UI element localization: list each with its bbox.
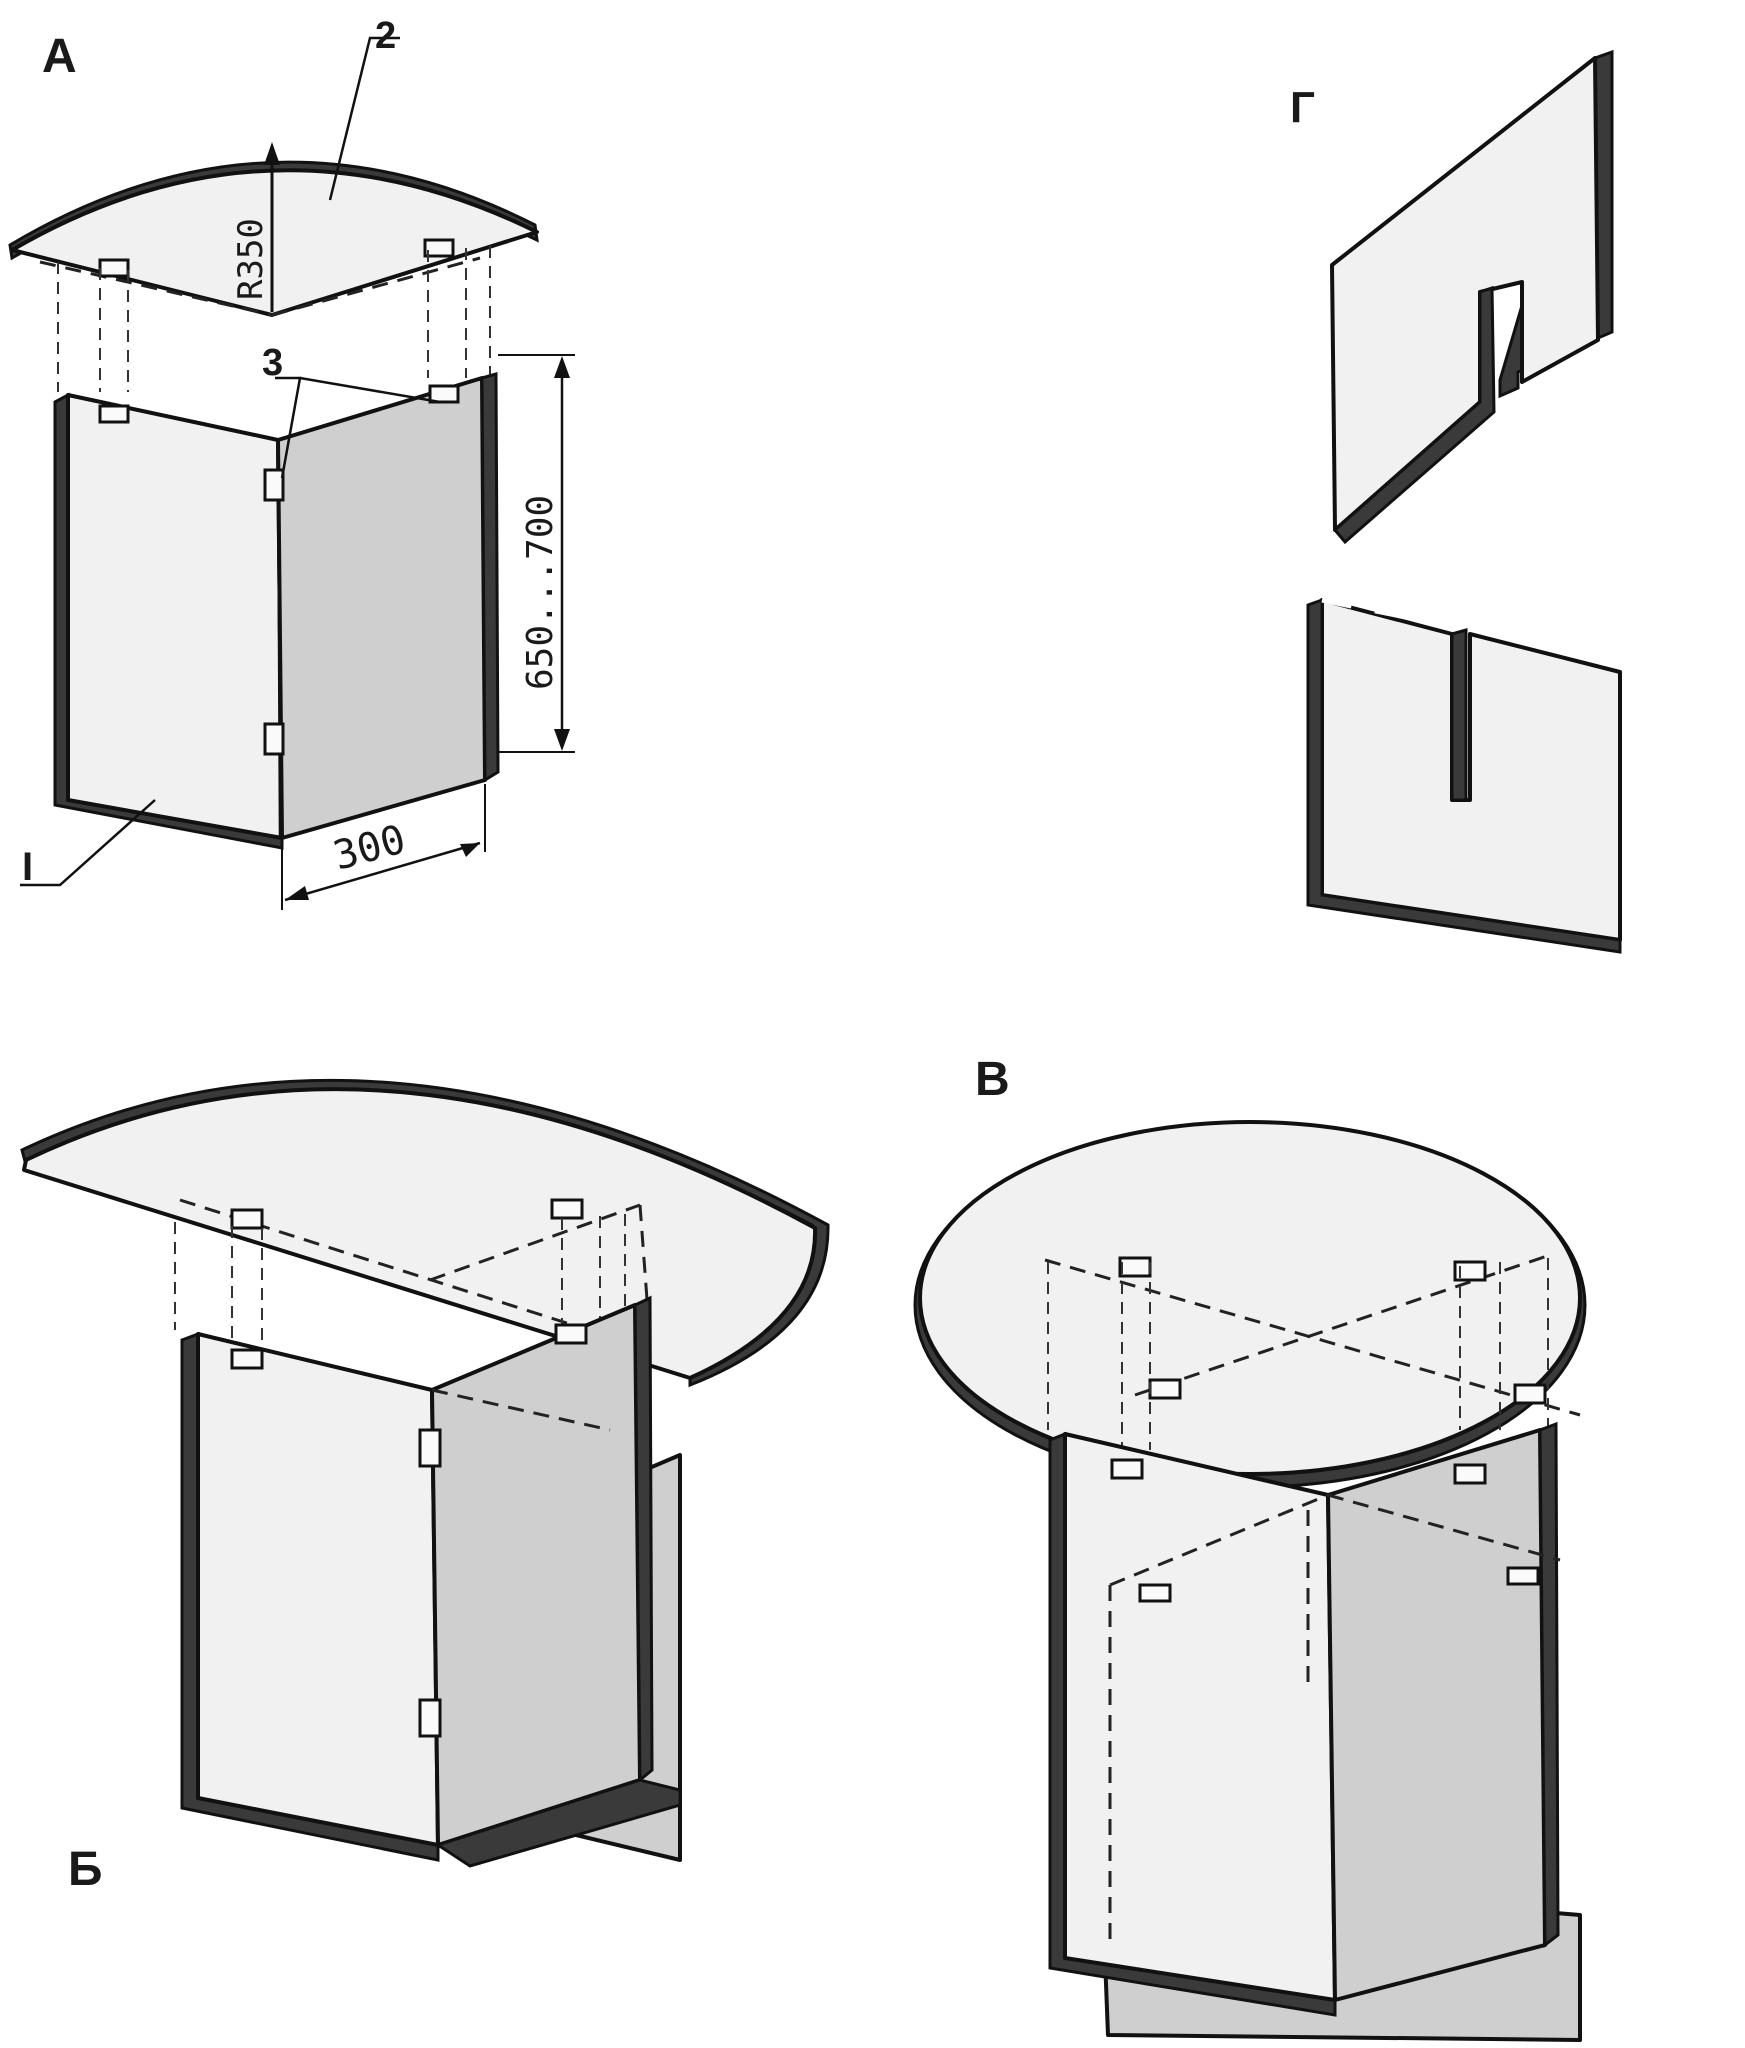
- clip-icon: [550, 1198, 584, 1220]
- part-1-label: I: [22, 845, 33, 889]
- clip-icon: [554, 1323, 588, 1345]
- hinge-icon: [418, 1698, 442, 1738]
- cross-base-half: [180, 1295, 682, 1868]
- clip-icon: [1453, 1260, 1487, 1282]
- clip-icon: [428, 384, 460, 404]
- view-a: А 2 3 I R350 650...700 300: [8, 15, 575, 910]
- clip-icon: [1148, 1378, 1182, 1400]
- clip-icon: [230, 1208, 264, 1230]
- clip-icon: [1118, 1256, 1152, 1278]
- clip-icon: [1513, 1383, 1547, 1405]
- part-3-label: 3: [262, 342, 283, 384]
- part-2-label: 2: [375, 15, 396, 57]
- semicircle-tabletop: [20, 1078, 830, 1388]
- clip-icon: [1506, 1566, 1540, 1586]
- slotted-panel-lower: [1306, 597, 1622, 954]
- width-dimension: 300: [329, 817, 411, 880]
- hinge-icon: [263, 468, 285, 502]
- view-g-label: Г: [1290, 83, 1315, 132]
- height-dimension: 650...700: [520, 495, 561, 690]
- radius-dimension: R350: [231, 218, 271, 300]
- clip-icon: [423, 238, 455, 258]
- cross-base: [1048, 1421, 1582, 2042]
- quarter-tabletop: [8, 142, 539, 317]
- view-v: В: [913, 1053, 1587, 2042]
- hinge-icon: [418, 1428, 442, 1468]
- view-b: Б: [20, 1078, 830, 1896]
- round-tabletop: [913, 1120, 1587, 1489]
- clip-icon: [98, 404, 130, 424]
- clip-icon: [230, 1348, 264, 1370]
- clip-icon: [1138, 1583, 1172, 1603]
- view-b-label: Б: [68, 1843, 103, 1896]
- base-panels: [53, 372, 500, 850]
- view-v-label: В: [975, 1053, 1010, 1106]
- slotted-panel-upper: [1330, 49, 1614, 545]
- clip-icon: [1110, 1458, 1144, 1480]
- clip-icon: [1453, 1463, 1487, 1485]
- view-g: Г: [1290, 49, 1622, 954]
- view-a-label: А: [42, 30, 77, 83]
- clip-icon: [98, 258, 130, 278]
- hinge-icon: [263, 722, 285, 756]
